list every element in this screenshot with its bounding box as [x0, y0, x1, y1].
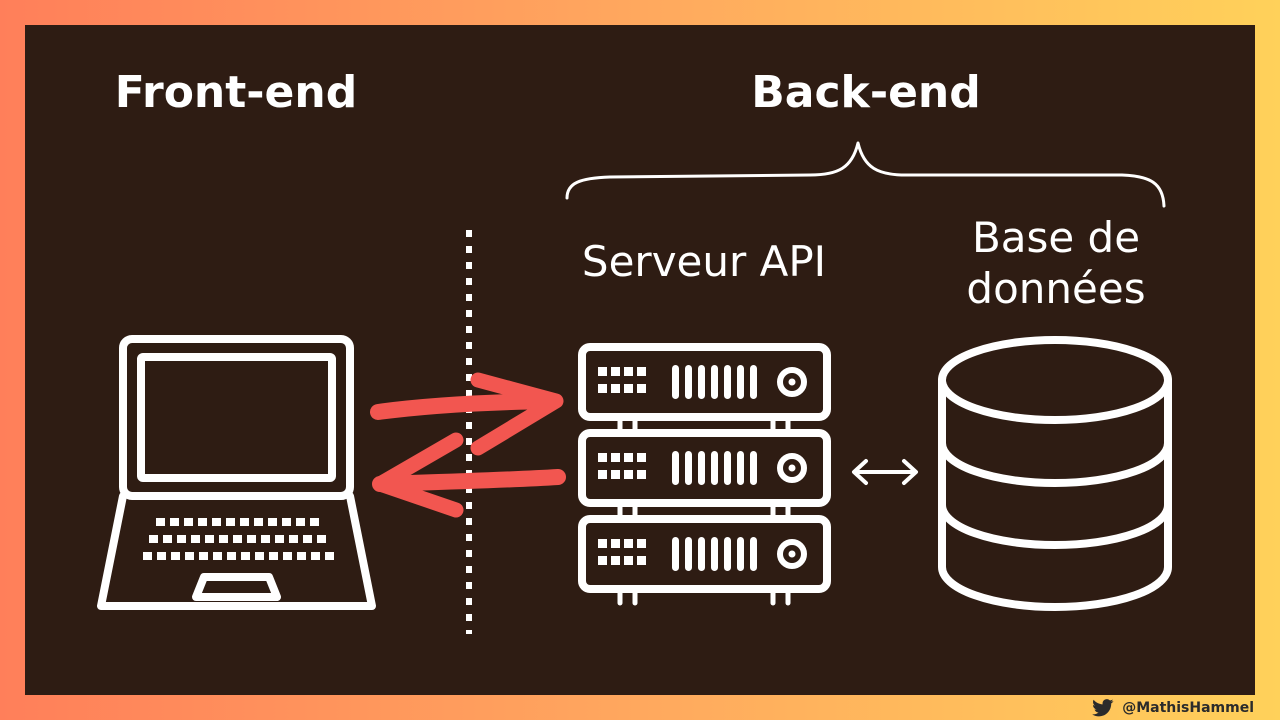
server-unit	[578, 429, 831, 507]
laptop-key	[297, 552, 306, 560]
frontend-heading: Front-end	[115, 67, 357, 118]
laptop-key	[185, 552, 194, 560]
backend-heading: Back-end	[751, 67, 981, 118]
laptop-key	[163, 535, 172, 543]
server-unit	[578, 343, 831, 421]
laptop-key	[227, 552, 236, 560]
laptop-key	[268, 518, 277, 526]
laptop-key	[255, 552, 264, 560]
server-unit	[578, 515, 831, 593]
laptop-key	[269, 552, 278, 560]
laptop-key	[289, 535, 298, 543]
laptop-key	[199, 552, 208, 560]
laptop-key	[254, 518, 263, 526]
server-rack-icon	[578, 343, 831, 606]
laptop-key	[170, 518, 179, 526]
author-credit: @MathisHammel	[1092, 698, 1254, 718]
laptop-key	[184, 518, 193, 526]
laptop-key	[156, 518, 165, 526]
laptop-key	[325, 552, 334, 560]
laptop-key	[219, 535, 228, 543]
laptop-key	[317, 535, 326, 543]
laptop-key	[198, 518, 207, 526]
twitter-bird-icon	[1092, 699, 1114, 717]
request-arrowhead	[470, 372, 564, 456]
laptop-key	[143, 552, 152, 560]
laptop-key	[241, 552, 250, 560]
laptop-key	[233, 535, 242, 543]
laptop-key	[283, 552, 292, 560]
laptop-key	[247, 535, 256, 543]
laptop-key	[310, 518, 319, 526]
laptop-key	[303, 535, 312, 543]
laptop-icon	[97, 335, 376, 610]
laptop-key	[282, 518, 291, 526]
laptop-key	[226, 518, 235, 526]
laptop-key	[149, 535, 158, 543]
backend-brace	[565, 141, 1166, 208]
request-arrow	[370, 393, 560, 420]
bidirectional-arrow-icon	[852, 459, 918, 485]
laptop-key	[261, 535, 270, 543]
laptop-key	[157, 552, 166, 560]
response-arrowhead	[372, 432, 464, 518]
database-icon	[938, 336, 1172, 611]
laptop-key	[296, 518, 305, 526]
request-response-arrows-icon	[370, 372, 566, 518]
api-server-label: Serveur API	[582, 237, 826, 286]
database-label-line2: données	[966, 264, 1145, 313]
laptop-key	[171, 552, 180, 560]
author-handle: @MathisHammel	[1122, 700, 1254, 716]
laptop-keyboard	[143, 518, 334, 560]
database-label-line1: Base de	[972, 213, 1140, 262]
laptop-key	[191, 535, 200, 543]
laptop-key	[240, 518, 249, 526]
laptop-key	[275, 535, 284, 543]
laptop-key	[212, 518, 221, 526]
laptop-key	[311, 552, 320, 560]
laptop-key	[205, 535, 214, 543]
laptop-key	[213, 552, 222, 560]
response-arrow	[372, 469, 566, 492]
laptop-key	[177, 535, 186, 543]
